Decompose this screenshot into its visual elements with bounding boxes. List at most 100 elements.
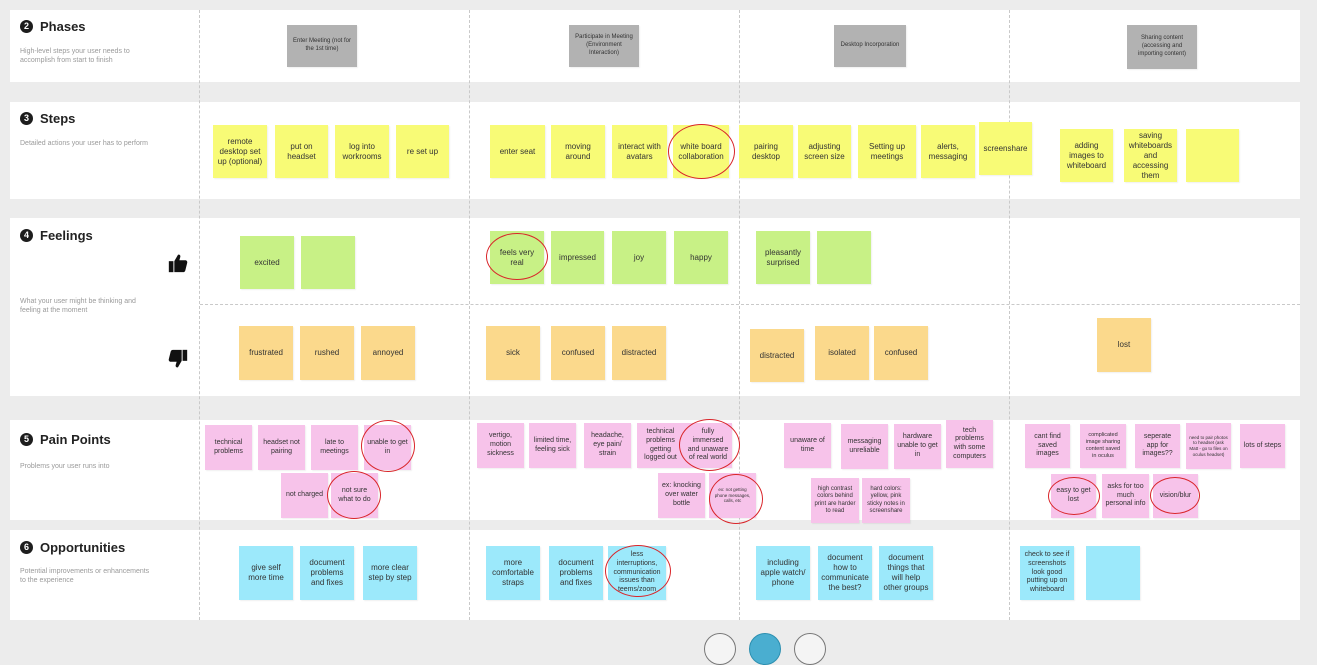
section-desc-feelings: What your user might be thinking and fee… [20,298,136,314]
section-title-feelings: 4 Feelings [20,228,93,243]
feelings-divider [200,304,1300,305]
opportunity-note[interactable]: give self more time [239,546,293,600]
section-title-phases: 2 Phases [20,19,86,34]
positive-feeling-note[interactable] [817,231,871,284]
pain-point-note[interactable]: messaging unreliable [841,424,888,469]
pain-point-note[interactable]: headset not pairing [258,425,305,470]
section-number: 4 [20,229,33,242]
step-note[interactable]: alerts, messaging [921,125,975,178]
step-note[interactable]: white board collaboration [673,125,729,178]
negative-feeling-note[interactable]: annoyed [361,326,415,380]
pain-point-note[interactable]: technical problems getting logged out [637,423,684,468]
section-number: 2 [20,20,33,33]
thumbs-up-icon [168,254,188,273]
positive-feeling-note[interactable]: happy [674,231,728,284]
pain-point-note[interactable]: easy to get lost [1051,474,1096,518]
negative-feeling-note[interactable]: lost [1097,318,1151,372]
step-note[interactable]: screenshare [979,122,1032,175]
pain-point-note[interactable]: vertigo, motion sickness [477,423,524,468]
phase-note[interactable]: Participate in Meeting (Environment Inte… [569,25,639,67]
pain-point-note[interactable]: not charged [281,473,328,518]
positive-feeling-note[interactable]: pleasantly surprised [756,231,810,284]
section-title-text: Steps [40,111,76,126]
section-title-text: Phases [40,19,86,34]
negative-feeling-note[interactable]: distracted [750,329,804,382]
step-note[interactable]: log into workrooms [335,125,389,178]
step-note[interactable]: re set up [396,125,449,178]
pain-point-note[interactable]: late to meetings [311,425,358,470]
pain-point-note[interactable]: ex: knocking over water bottle [658,473,705,518]
negative-feeling-note[interactable]: sick [486,326,540,380]
pain-point-note[interactable]: asks for too much personal info [1102,474,1149,518]
positive-feeling-note[interactable]: impressed [551,231,604,284]
pain-point-note[interactable]: unable to get in [364,425,411,470]
phase-note[interactable]: Sharing content (accessing and importing… [1127,25,1197,69]
step-note[interactable]: Setting up meetings [858,125,916,178]
pain-point-note[interactable]: vision/blur [1153,474,1198,518]
pain-point-note[interactable]: hard colors: yellow, pink sticky notes i… [862,478,910,523]
step-note[interactable]: interact with avatars [612,125,667,178]
section-title-steps: 3 Steps [20,111,75,126]
opportunity-note[interactable]: document how to communicate the best? [818,546,872,600]
section-number: 3 [20,112,33,125]
section-number: 6 [20,541,33,554]
section-desc-pain-points: Problems your user runs into [20,463,110,470]
phases-band [10,10,1300,82]
section-title-text: Pain Points [40,432,111,447]
negative-feeling-note[interactable]: isolated [815,326,869,380]
negative-feeling-note[interactable]: frustrated [239,326,293,380]
positive-feeling-note[interactable]: feels very real [490,231,544,284]
step-note[interactable]: remote desktop set up (optional) [213,125,267,178]
negative-feeling-note[interactable]: confused [874,326,928,380]
opportunity-note[interactable]: document problems and fixes [300,546,354,600]
section-desc-phases: High-level steps your user needs to acco… [20,48,130,64]
positive-feeling-note[interactable]: joy [612,231,666,284]
negative-feeling-note[interactable]: confused [551,326,605,380]
step-note[interactable]: saving whiteboards and accessing them [1124,129,1177,182]
pain-point-note[interactable]: hardware unable to get in [894,424,941,469]
positive-feeling-note[interactable] [301,236,355,289]
phase-note[interactable]: Enter Meeting (not for the 1st time) [287,25,357,67]
negative-feeling-note[interactable]: distracted [612,326,666,380]
thumbs-down-icon [168,349,188,368]
negative-feeling-note[interactable]: rushed [300,326,354,380]
opportunity-note[interactable]: document things that will help other gro… [879,546,933,600]
pain-point-note[interactable]: headache, eye pain/ strain [584,423,631,468]
phase-note[interactable]: Desktop Incorporation [834,25,906,67]
step-note[interactable]: adjusting screen size [798,125,851,178]
step-note[interactable]: enter seat [490,125,545,178]
section-number: 5 [20,433,33,446]
step-note[interactable]: moving around [551,125,605,178]
column-divider [469,10,470,620]
step-note[interactable]: adding images to whiteboard [1060,129,1113,182]
step-note[interactable]: put on headset [275,125,328,178]
positive-feeling-note[interactable]: excited [240,236,294,289]
opportunity-note[interactable]: less interruptions, communication issues… [608,546,666,600]
pain-point-note[interactable]: fully immersed and unaware of real world [684,423,732,468]
pain-point-note[interactable]: limited time, feeling sick [529,423,576,468]
pain-point-note[interactable]: high contrast colors behind print are ha… [811,478,859,523]
opportunity-note[interactable]: including apple watch/ phone [756,546,810,600]
pain-point-note[interactable]: lots of steps [1240,424,1285,468]
column-divider [739,10,740,620]
opportunity-note[interactable]: document problems and fixes [549,546,603,600]
pain-point-note[interactable]: tech problems with some computers [946,420,993,468]
opportunity-note[interactable]: check to see if screenshots look good pu… [1020,546,1074,600]
pain-point-note[interactable]: complicated image sharing content saved … [1080,424,1126,468]
pain-point-note[interactable]: ex: not getting phone messages, calls, e… [709,473,756,518]
pain-point-note[interactable]: need to pair photos to headset (ask Matt… [1186,423,1231,469]
section-title-text: Opportunities [40,540,126,555]
opportunity-note[interactable] [1086,546,1140,600]
pain-point-note[interactable]: not sure what to do [331,473,378,518]
section-title-text: Feelings [40,228,93,243]
section-desc-steps: Detailed actions your user has to perfor… [20,140,149,147]
pain-point-note[interactable]: unaware of time [784,423,831,468]
column-divider [199,10,200,620]
pain-point-note[interactable]: cant find saved images [1025,424,1070,468]
opportunity-note[interactable]: more clear step by step [363,546,417,600]
step-note[interactable] [1186,129,1239,182]
opportunity-note[interactable]: more comfortable straps [486,546,540,600]
pain-point-note[interactable]: technical problems [205,425,252,470]
pain-point-note[interactable]: seperate app for images?? [1135,424,1180,468]
step-note[interactable]: pairing desktop [739,125,793,178]
